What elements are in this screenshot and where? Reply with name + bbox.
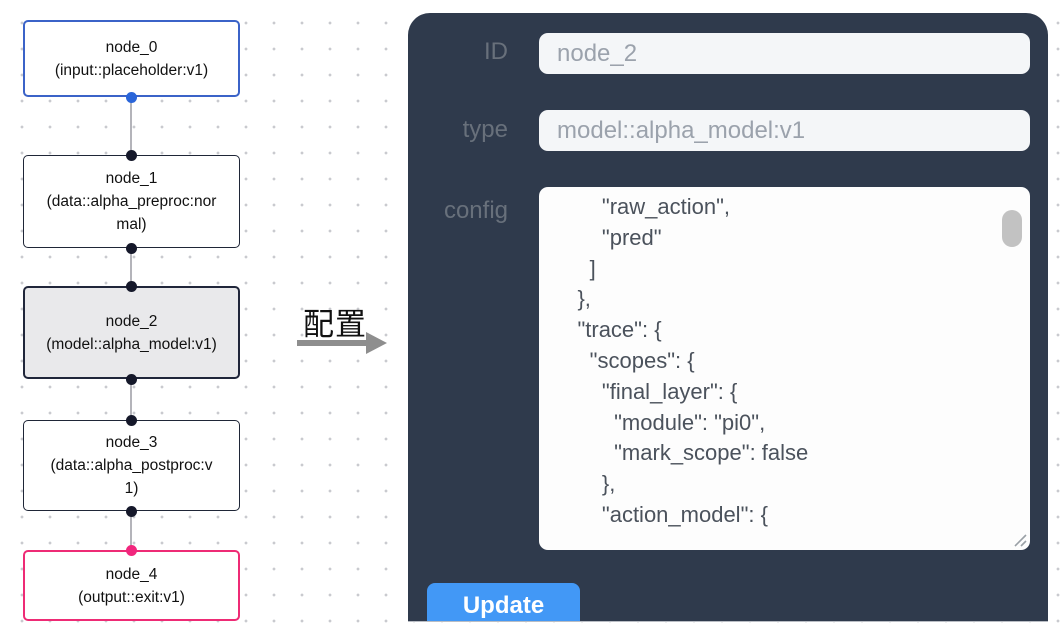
node3-target-handle[interactable] [125, 414, 137, 426]
node-subtitle: (data::alpha_preproc:normal) [46, 193, 217, 233]
config-panel: ID type config "raw_action", "pred" ] },… [408, 13, 1048, 622]
node1-source-handle[interactable] [125, 242, 137, 254]
edge-node3-node4 [130, 511, 132, 550]
node1-target-handle[interactable] [125, 149, 137, 161]
id-label: ID [484, 38, 508, 65]
transition-label: 配置 [303, 307, 367, 342]
config-textarea[interactable]: "raw_action", "pred" ] }, "trace": { "sc… [539, 187, 1030, 550]
type-input[interactable] [539, 110, 1030, 151]
node2-target-handle[interactable] [125, 280, 137, 292]
flow-node-node_1[interactable]: node_1 (data::alpha_preproc:normal) [23, 155, 240, 248]
flow-node-node_4[interactable]: node_4 (output::exit:v1) [23, 550, 240, 621]
node-title: node_1 [105, 170, 158, 187]
node-title: node_0 [105, 38, 158, 56]
node-subtitle: (data::alpha_postproc:v1) [50, 457, 213, 497]
flow-node-node_2[interactable]: node_2 (model::alpha_model:v1) [23, 286, 240, 379]
resize-handle-icon[interactable] [1011, 531, 1027, 547]
node-title: node_2 [105, 312, 158, 330]
node4-target-handle[interactable] [125, 544, 137, 556]
node-subtitle: (model::alpha_model:v1) [46, 335, 217, 353]
flow-node-node_0[interactable]: node_0 (input::placeholder:v1) [23, 20, 240, 97]
edge-node1-node2 [130, 248, 132, 286]
node0-source-handle[interactable] [125, 91, 137, 103]
type-label: type [462, 116, 508, 143]
update-button[interactable]: Update [427, 583, 580, 621]
scrollbar-thumb[interactable] [1002, 210, 1022, 247]
edge-node2-node3 [130, 379, 132, 420]
id-input[interactable] [539, 33, 1030, 74]
right-arrow-icon [297, 340, 367, 346]
node-subtitle: (output::exit:v1) [78, 588, 185, 606]
node3-source-handle[interactable] [125, 505, 137, 517]
flow-node-node_3[interactable]: node_3 (data::alpha_postproc:v1) [23, 420, 240, 511]
node-subtitle: (input::placeholder:v1) [54, 61, 209, 79]
node2-source-handle[interactable] [125, 373, 137, 385]
node-title: node_3 [105, 434, 158, 451]
node-title: node_4 [105, 565, 158, 583]
edge-node0-node1 [130, 97, 132, 155]
config-json-text: "raw_action", "pred" ] }, "trace": { "sc… [577, 194, 809, 527]
config-label: config [443, 197, 508, 224]
right-arrow-head-icon [366, 332, 387, 354]
